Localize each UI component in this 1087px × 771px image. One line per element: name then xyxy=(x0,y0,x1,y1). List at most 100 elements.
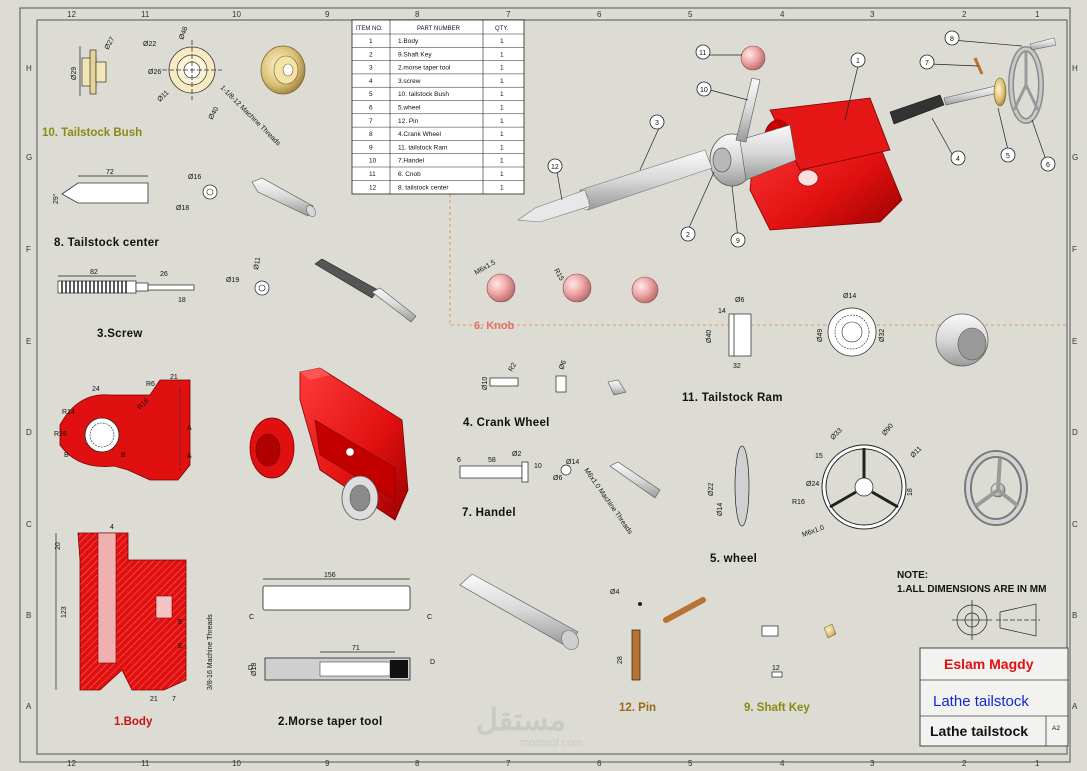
general-note: NOTE: 1.ALL DIMENSIONS ARE IN MM xyxy=(897,570,1046,640)
bom-cell-item-no: 10 xyxy=(369,158,377,165)
zone-top-3: 3 xyxy=(870,10,875,19)
wheel-3d-view xyxy=(964,450,1028,526)
zone-labels-right: H G F E D C B A xyxy=(1072,64,1078,711)
morse-3d-view xyxy=(459,573,579,650)
dim-body-7: 7 xyxy=(172,696,176,703)
part-crank-wheel: R2 Ø10 Ø6 4. Crank Wheel xyxy=(463,359,627,429)
zone-labels-top: 12 11 10 9 8 7 6 5 4 3 2 1 xyxy=(67,10,1040,19)
label-tailstock-bush: 10. Tailstock Bush xyxy=(42,127,142,139)
assembly-center xyxy=(517,189,591,223)
zone-left-E: E xyxy=(26,337,31,346)
bom-cell-item-no: 1 xyxy=(369,38,373,45)
knob-view-1 xyxy=(486,273,516,303)
dim-body-thread: 3/8-16 Machine Threads xyxy=(207,614,214,690)
balloon-10: 10 xyxy=(700,87,708,94)
part-pin: 28 Ø4 12. Pin xyxy=(610,589,706,714)
dim-screw-18: 18 xyxy=(178,297,186,304)
bom-cell-item-no: 2 xyxy=(369,51,373,58)
dim-body-a1: A xyxy=(187,425,192,432)
dim-ram-32: 32 xyxy=(733,363,741,370)
dim-center-d18: Ø18 xyxy=(176,205,189,212)
part-shaft-key: 12 9. Shaft Key xyxy=(744,623,837,714)
dim-body-24: 24 xyxy=(92,386,100,393)
label-knob: 6. Knob xyxy=(474,320,515,332)
crank-3d-view xyxy=(607,379,627,396)
ram-front-view xyxy=(827,307,877,357)
screw-3d-view xyxy=(314,258,417,323)
bom-cell-item-no: 4 xyxy=(369,78,373,85)
bom-cell-item-no: 5 xyxy=(369,91,373,98)
bom-cell-qty: 1 xyxy=(500,65,504,72)
zone-left-G: G xyxy=(26,153,32,162)
zone-bottom-6: 6 xyxy=(597,759,602,768)
dim-handel-d2: Ø2 xyxy=(512,451,521,458)
zone-right-A: A xyxy=(1072,702,1078,711)
zone-bottom-2: 2 xyxy=(962,759,967,768)
body-side-view xyxy=(59,379,191,481)
dim-wheel-15: 15 xyxy=(815,453,823,460)
dim-body-b1: B xyxy=(64,452,69,459)
bom-cell-qty: 1 xyxy=(500,118,504,125)
dim-wheel-d14: Ø14 xyxy=(717,503,724,516)
knob-view-2 xyxy=(562,273,592,303)
balloon-1: 1 xyxy=(856,58,860,65)
note-text: 1.ALL DIMENSIONS ARE IN MM xyxy=(897,584,1046,595)
dim-screw-d11: Ø11 xyxy=(253,257,262,271)
bom-cell-part-number: 11. tailstock Ram xyxy=(398,144,447,151)
center-3d-view xyxy=(251,177,316,217)
assembly-balloons: 1 2 3 4 5 6 7 8 9 10 11 12 xyxy=(547,30,1056,248)
zone-left-F: F xyxy=(26,245,31,254)
dim-body-21b: 21 xyxy=(150,696,158,703)
wheel-front-view xyxy=(821,444,907,530)
bom-cell-item-no: 8 xyxy=(369,131,373,138)
zone-top-5: 5 xyxy=(688,10,693,19)
dim-wheel-r16: R16 xyxy=(792,499,805,506)
key-3d-view xyxy=(823,623,837,639)
zone-top-7: 7 xyxy=(506,10,511,19)
part-body-3d xyxy=(249,367,409,521)
bom-cell-part-number: 12. Pin xyxy=(398,118,419,125)
bom-header-part-number: PART NUMBER xyxy=(417,26,461,32)
dim-handel-6: 6 xyxy=(457,457,461,464)
bom-cell-qty: 1 xyxy=(500,38,504,45)
dim-bush-d26: Ø26 xyxy=(148,69,161,76)
inner-frame xyxy=(36,19,1068,755)
bom-cell-part-number: 7.Handel xyxy=(398,158,425,165)
dim-handel-d14: Ø14 xyxy=(566,459,579,466)
bom-cell-item-no: 7 xyxy=(369,118,373,125)
bush-front-view xyxy=(162,40,222,100)
zone-top-1: 1 xyxy=(1035,10,1040,19)
balloon-8: 8 xyxy=(950,36,954,43)
pin-side-view xyxy=(631,629,641,681)
bom-cell-part-number: 1.Body xyxy=(398,38,419,45)
key-top-view xyxy=(771,671,783,678)
dim-wheel-18: 18 xyxy=(907,488,914,496)
dim-key-12: 12 xyxy=(772,665,780,672)
balloon-11: 11 xyxy=(699,50,706,57)
part-knob: M6x1.5 R15 6. Knob xyxy=(474,259,659,332)
dim-body-r14: R14 xyxy=(62,409,75,416)
balloon-12: 12 xyxy=(551,164,559,171)
bom-cell-item-no: 11 xyxy=(369,171,376,178)
dim-morse-156: 156 xyxy=(324,572,336,579)
zone-bottom-8: 8 xyxy=(415,759,420,768)
zone-left-H: H xyxy=(26,64,32,73)
label-screw: 3.Screw xyxy=(97,328,143,340)
bom-cell-item-no: 3 xyxy=(369,65,373,72)
dim-bush-d29: Ø29 xyxy=(71,67,78,80)
dim-ram-d49: Ø49 xyxy=(817,329,824,342)
watermark-latin: mostaql.com xyxy=(520,737,582,749)
label-morse-taper-tool: 2.Morse taper tool xyxy=(278,716,382,728)
pin-end-view xyxy=(638,602,642,606)
assembly-handel xyxy=(735,77,761,143)
bom-cell-qty: 1 xyxy=(500,184,504,191)
zone-top-8: 8 xyxy=(415,10,420,19)
label-body: 1.Body xyxy=(114,716,153,728)
title-block-drawing-name: Lathe tailstock xyxy=(930,723,1028,739)
dim-center-29deg: 29° xyxy=(52,193,60,204)
bom-cell-qty: 1 xyxy=(500,131,504,138)
dim-center-72: 72 xyxy=(106,169,114,176)
watermark: مستقل mostaql.com xyxy=(476,704,582,749)
dim-body-e1: E xyxy=(178,619,183,626)
